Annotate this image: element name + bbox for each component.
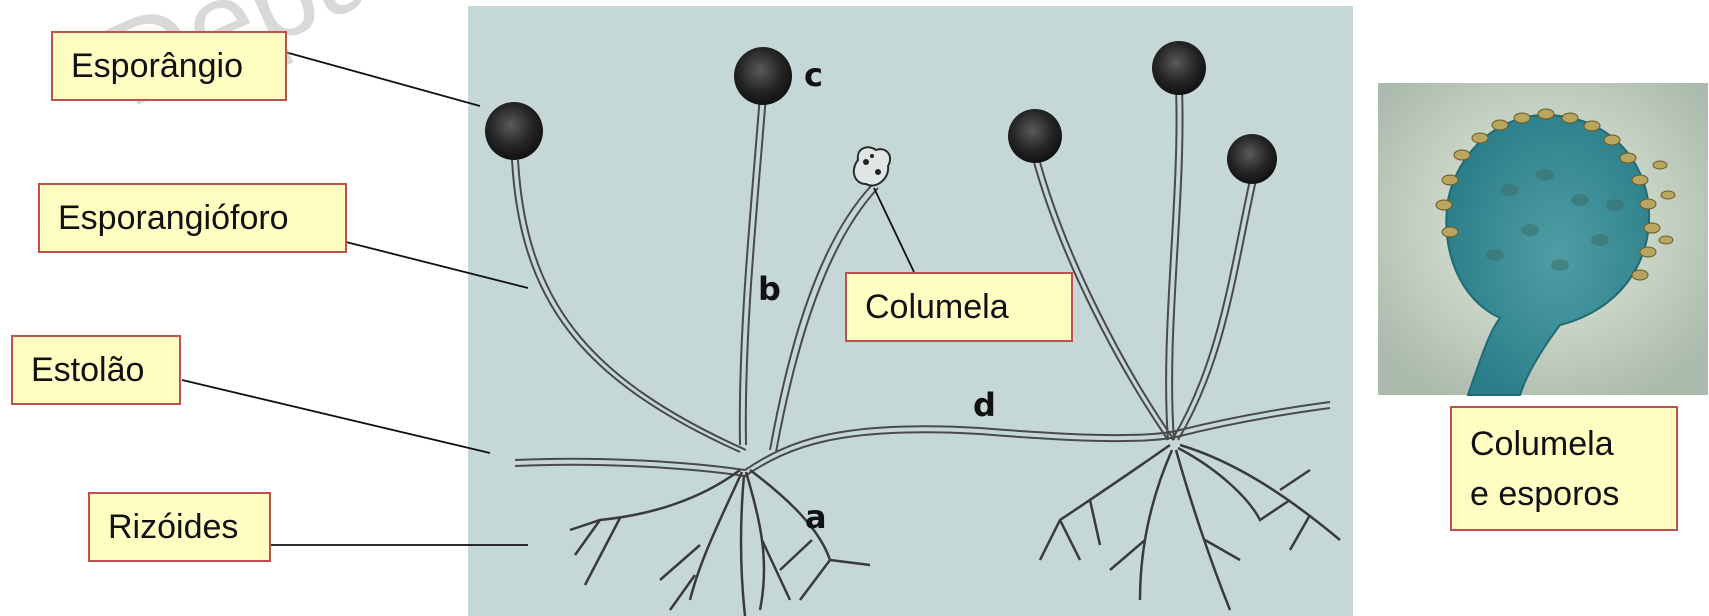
sporangium (734, 47, 792, 105)
sporangium (1008, 109, 1062, 163)
label-columela-esporos-line2: e esporos (1470, 469, 1619, 519)
letter-a: a (805, 498, 827, 536)
label-columela-esporos-line1: Columela (1470, 419, 1614, 469)
sporangium (1152, 41, 1206, 95)
letter-b: b (758, 270, 781, 308)
sporangium (1227, 134, 1277, 184)
label-columela-esporos: Columela e esporos (1450, 406, 1678, 531)
label-estolao: Estolão (11, 335, 181, 405)
columella-drawing (854, 147, 890, 185)
letter-c: c (804, 56, 823, 94)
label-columela: Columela (845, 272, 1073, 342)
label-esporangioforo: Esporangióforo (38, 183, 347, 253)
letter-d: d (973, 386, 996, 424)
label-esporangio: Esporângio (51, 31, 287, 101)
label-rizoides: Rizóides (88, 492, 271, 562)
sporangium (485, 102, 543, 160)
micrograph (1378, 83, 1708, 395)
